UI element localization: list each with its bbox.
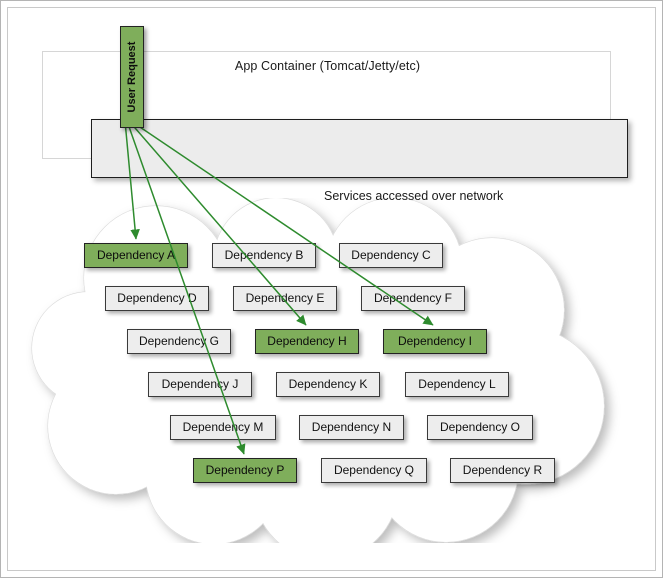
dependency-label: Dependency O xyxy=(439,420,521,434)
inner-frame: Services accessed over network App Conta… xyxy=(7,7,656,571)
dependency-label: Dependency N xyxy=(311,420,392,434)
dependency-box[interactable]: Dependency F xyxy=(361,286,465,311)
dependency-box[interactable]: Dependency I xyxy=(383,329,487,354)
user-request-box[interactable]: User Request xyxy=(120,26,144,128)
dependency-label: Dependency E xyxy=(245,291,325,305)
app-container-panel xyxy=(91,119,628,178)
dependency-label: Dependency F xyxy=(373,291,453,305)
dependency-label: Dependency H xyxy=(267,334,347,348)
app-container-title: App Container (Tomcat/Jetty/etc) xyxy=(234,59,421,73)
user-request-label: User Request xyxy=(126,41,138,113)
dependency-box[interactable]: Dependency Q xyxy=(321,458,427,483)
dependency-box[interactable]: Dependency M xyxy=(170,415,276,440)
dependency-box[interactable]: Dependency J xyxy=(148,372,252,397)
dependency-label: Dependency C xyxy=(351,248,431,262)
dependency-box[interactable]: Dependency C xyxy=(339,243,443,268)
dependency-box[interactable]: Dependency N xyxy=(299,415,404,440)
dependency-box[interactable]: Dependency K xyxy=(276,372,380,397)
dependency-box[interactable]: Dependency D xyxy=(105,286,209,311)
dependency-label: Dependency R xyxy=(462,463,543,477)
dependency-label: Dependency G xyxy=(138,334,220,348)
dependency-label: Dependency J xyxy=(161,377,239,391)
dependency-label: Dependency P xyxy=(205,463,285,477)
dependency-label: Dependency B xyxy=(224,248,304,262)
dependency-box[interactable]: Dependency A xyxy=(84,243,188,268)
dependency-box[interactable]: Dependency H xyxy=(255,329,359,354)
dependency-box[interactable]: Dependency E xyxy=(233,286,337,311)
dependency-box[interactable]: Dependency G xyxy=(127,329,231,354)
dependency-label: Dependency Q xyxy=(333,463,415,477)
dependency-box[interactable]: Dependency P xyxy=(193,458,297,483)
dependency-box[interactable]: Dependency O xyxy=(427,415,533,440)
services-network-label: Services accessed over network xyxy=(324,189,504,203)
dependency-label: Dependency K xyxy=(288,377,368,391)
dependency-label: Dependency I xyxy=(397,334,473,348)
dependency-label: Dependency L xyxy=(418,377,496,391)
dependency-box[interactable]: Dependency L xyxy=(405,372,509,397)
dependency-label: Dependency M xyxy=(182,420,264,434)
dependency-label: Dependency A xyxy=(96,248,176,262)
dependency-box[interactable]: Dependency R xyxy=(450,458,555,483)
dependency-box[interactable]: Dependency B xyxy=(212,243,316,268)
dependency-label: Dependency D xyxy=(117,291,197,305)
